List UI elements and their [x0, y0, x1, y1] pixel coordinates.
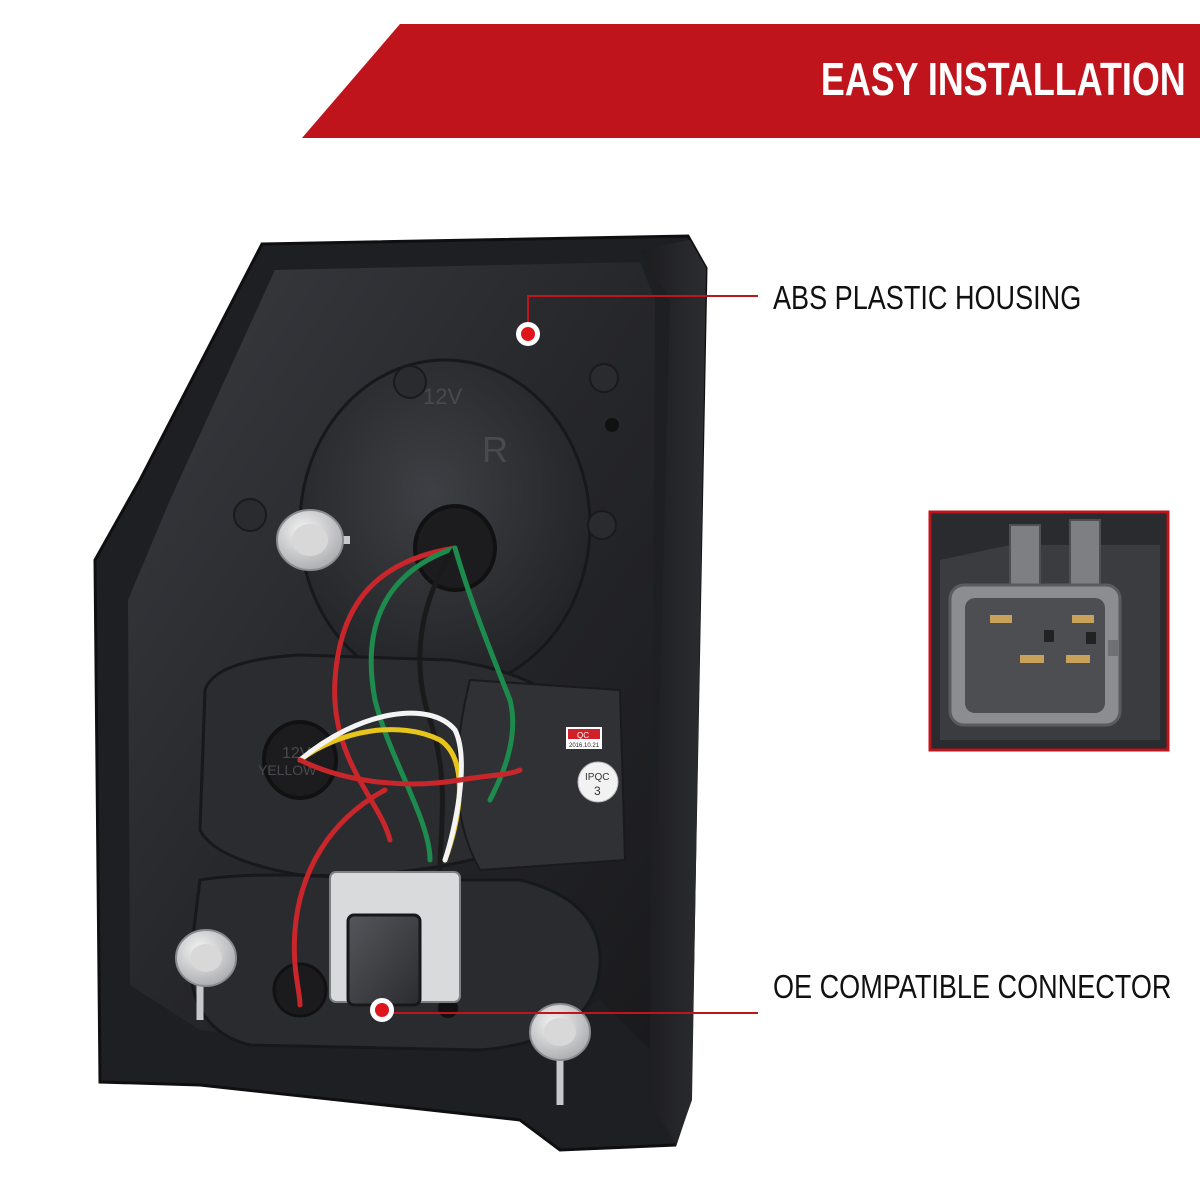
red-dot-marker-icon [521, 327, 535, 341]
ipqc-sticker [577, 761, 619, 803]
red-dot-marker-icon [375, 1003, 389, 1017]
mounting-stud-left [175, 929, 237, 1020]
mounting-stud-top [276, 509, 350, 571]
callout-housing-label: ABS PLASTIC HOUSING [773, 279, 1082, 316]
molded-side-letter: R [482, 429, 508, 470]
ipqc-number: 3 [594, 784, 601, 798]
screw-slot-2 [589, 363, 619, 393]
housing-right-edge [640, 240, 706, 1145]
screw-slot-1 [393, 365, 427, 399]
callout-connector-label: OE COMPATIBLE CONNECTOR [773, 968, 1172, 1005]
connector-closeup-inset [928, 510, 1170, 752]
callout-lines [382, 295, 758, 1014]
connector-body [346, 913, 422, 1007]
wiring-harness [291, 545, 523, 1008]
molded-lower-color: YELLOW [258, 762, 317, 778]
ipqc-label: IPQC [585, 772, 609, 783]
qc-sticker-badge [568, 729, 600, 739]
banner-background [302, 24, 1200, 138]
qc-date: 2016.10.21 [569, 743, 600, 749]
screw-dot [605, 418, 619, 432]
qc-label: QC [577, 731, 589, 740]
mounting-stud-bottom [529, 1003, 591, 1105]
banner-title: EASY INSTALLATION [821, 53, 1186, 105]
screw-slot-3 [587, 510, 617, 540]
molded-voltage: 12V [423, 384, 462, 409]
screw-slot-4 [233, 498, 267, 532]
